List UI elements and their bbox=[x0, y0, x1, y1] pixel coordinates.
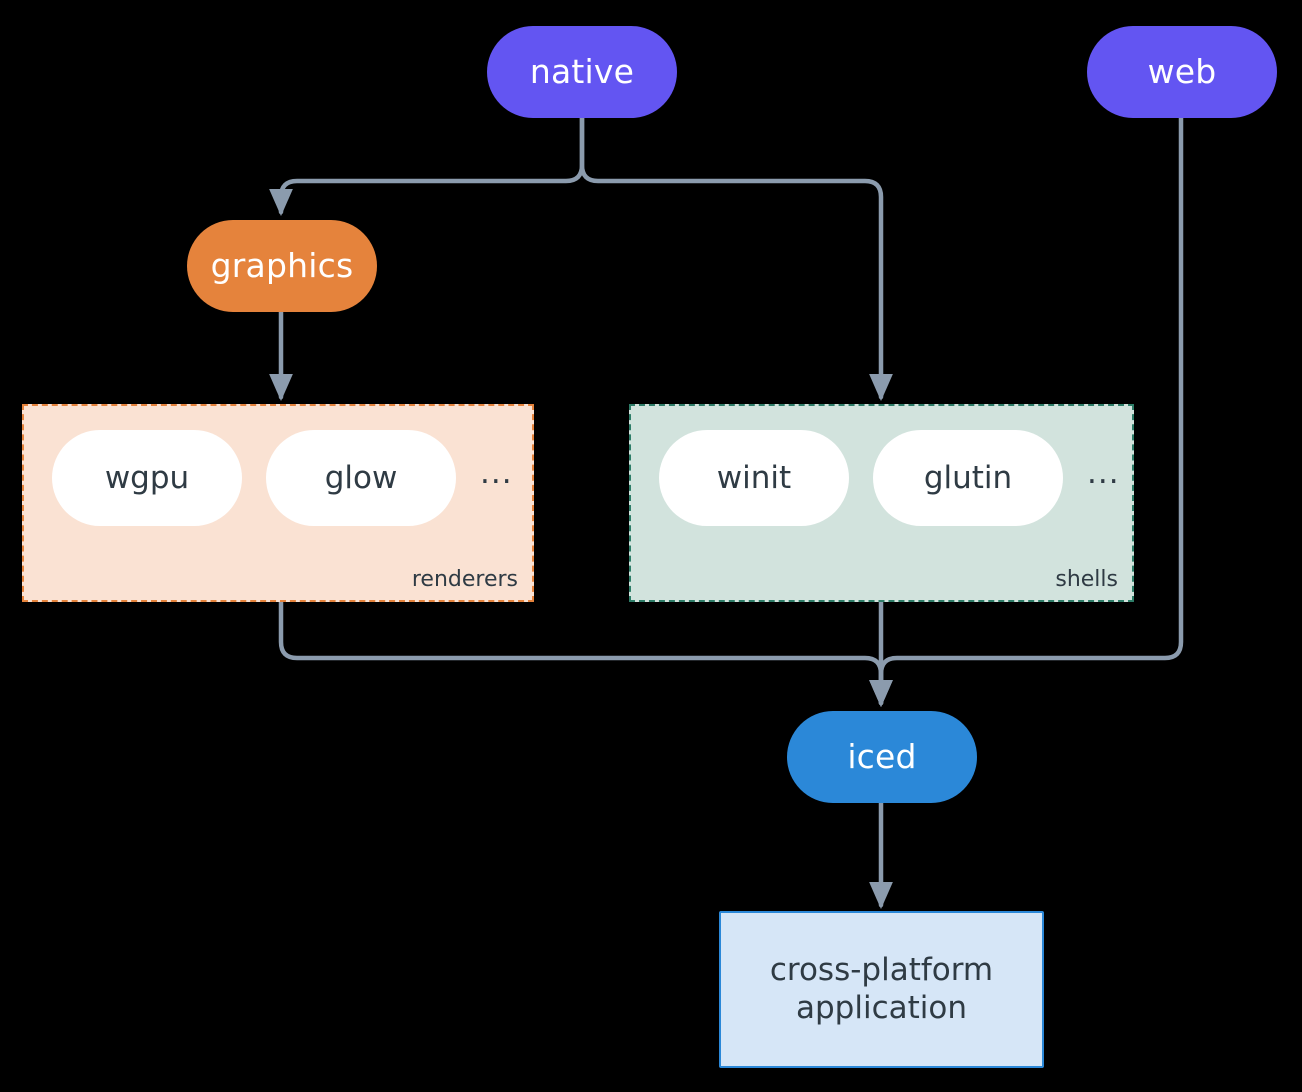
node-wgpu[interactable]: wgpu bbox=[52, 430, 242, 526]
node-web-label: web bbox=[1147, 51, 1217, 91]
cluster-shells: winit glutin ... shells bbox=[629, 404, 1134, 602]
node-graphics[interactable]: graphics bbox=[187, 220, 377, 312]
node-wgpu-label: wgpu bbox=[104, 460, 190, 496]
node-glutin-label: glutin bbox=[923, 460, 1013, 496]
node-native[interactable]: native bbox=[487, 26, 677, 118]
node-iced[interactable]: iced bbox=[787, 711, 977, 803]
cluster-shells-label: shells bbox=[1055, 567, 1118, 592]
node-winit[interactable]: winit bbox=[659, 430, 849, 526]
cluster-renderers-label: renderers bbox=[411, 567, 518, 592]
node-iced-label: iced bbox=[847, 736, 917, 776]
cluster-renderers-items: wgpu glow ... bbox=[24, 430, 513, 526]
cluster-shells-items: winit glutin ... bbox=[631, 430, 1120, 526]
shells-ellipsis: ... bbox=[1087, 455, 1120, 491]
edge-native-to-graphics bbox=[269, 115, 585, 217]
application-label-line-1: cross-platform bbox=[769, 951, 994, 988]
node-glutin[interactable]: glutin bbox=[873, 430, 1063, 526]
cluster-renderers: wgpu glow ... renderers bbox=[22, 404, 534, 602]
node-graphics-label: graphics bbox=[210, 245, 354, 285]
node-glow[interactable]: glow bbox=[266, 430, 456, 526]
renderers-ellipsis: ... bbox=[480, 455, 513, 491]
edge-native-to-shells bbox=[579, 115, 893, 402]
application-label-line-2: application bbox=[796, 989, 967, 1026]
node-glow-label: glow bbox=[324, 460, 398, 496]
edge-renderers-to-iced bbox=[278, 599, 893, 708]
node-web[interactable]: web bbox=[1087, 26, 1277, 118]
node-winit-label: winit bbox=[716, 460, 792, 496]
node-native-label: native bbox=[529, 51, 635, 91]
node-cross-platform-application[interactable]: cross-platform application bbox=[719, 911, 1044, 1068]
